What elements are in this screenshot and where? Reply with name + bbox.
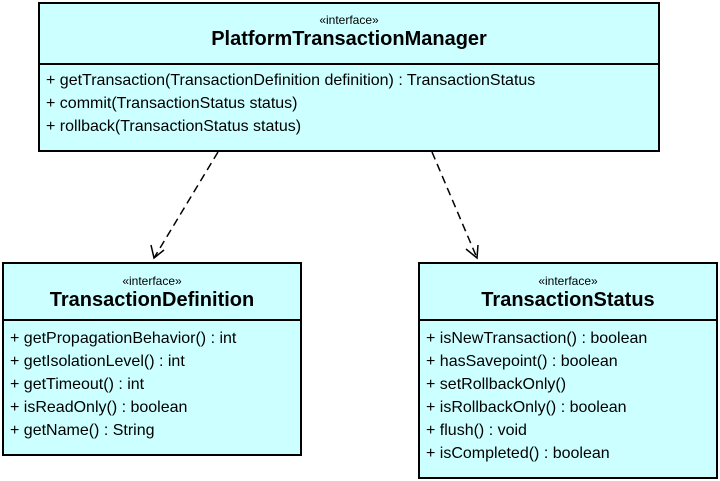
operation: + getIsolationLevel() : int — [10, 353, 185, 370]
class-transaction-status: «interface» TransactionStatus + isNewTra… — [418, 262, 718, 479]
operation: + isNewTransaction() : boolean — [426, 330, 648, 347]
operation: + getTransaction(TransactionDefinition d… — [46, 72, 536, 89]
dependency-line — [153, 151, 219, 259]
open-arrowhead — [150, 244, 165, 260]
operation: + isCompleted() : boolean — [426, 445, 610, 462]
stereotype-label: «interface» — [538, 274, 598, 288]
stereotype-label: «interface» — [122, 274, 182, 288]
operation: + isReadOnly() : boolean — [10, 399, 188, 416]
class-header: «interface» PlatformTransactionManager — [40, 4, 658, 65]
class-transaction-definition: «interface» TransactionDefinition + getP… — [2, 262, 302, 456]
operation: + setRollbackOnly() — [426, 376, 567, 393]
operation: + getTimeout() : int — [10, 376, 145, 393]
dependency-line — [431, 151, 478, 259]
operations-compartment: + getPropagationBehavior() : int + getIs… — [4, 321, 300, 442]
class-name: PlatformTransactionManager — [211, 28, 487, 50]
operation: + flush() : void — [426, 422, 527, 439]
class-platform-transaction-manager: «interface» PlatformTransactionManager +… — [38, 2, 660, 152]
open-arrowhead — [465, 244, 479, 260]
dependency-arrow-to-status — [431, 151, 479, 260]
operation: + rollback(TransactionStatus status) — [46, 118, 302, 135]
class-name: TransactionStatus — [481, 289, 655, 311]
dependency-arrow-to-definition — [150, 151, 219, 260]
operation: + getPropagationBehavior() : int — [10, 330, 237, 347]
operations-compartment: + isNewTransaction() : boolean + hasSave… — [420, 321, 716, 465]
operations-compartment: + getTransaction(TransactionDefinition d… — [40, 65, 658, 138]
class-name: TransactionDefinition — [49, 289, 255, 311]
operation: + isRollbackOnly() : boolean — [426, 399, 627, 416]
operation: + commit(TransactionStatus status) — [46, 95, 298, 112]
operation: + getName() : String — [10, 422, 155, 439]
stereotype-label: «interface» — [319, 13, 379, 27]
class-header: «interface» TransactionStatus — [420, 264, 716, 321]
operation: + hasSavepoint() : boolean — [426, 353, 618, 370]
class-header: «interface» TransactionDefinition — [4, 264, 300, 321]
